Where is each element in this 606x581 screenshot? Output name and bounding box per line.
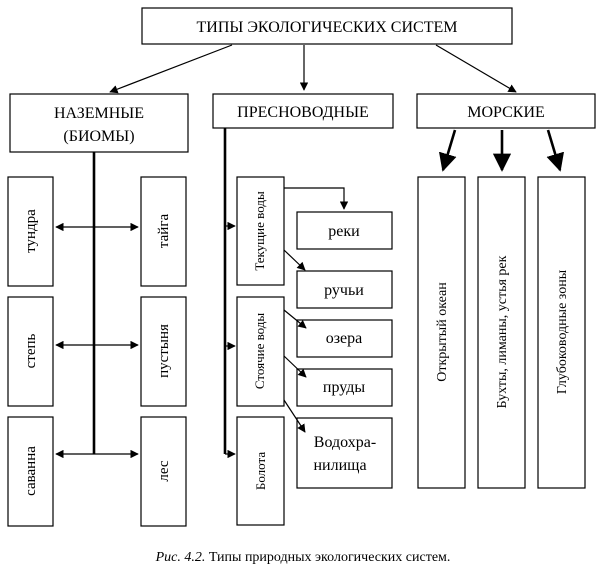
- biome-desert: пустыня: [140, 296, 187, 407]
- group-label-standing: Стоячие воды: [252, 313, 267, 390]
- body-ponds: пруды: [296, 368, 393, 407]
- body-lakes: озера: [296, 319, 393, 358]
- zone-deep-water: Глубоководные зоны: [537, 176, 586, 489]
- figure-number: Рис. 4.2.: [155, 550, 206, 565]
- arrow-standing-lakes: [283, 309, 307, 329]
- biome-label-steppe: степь: [23, 333, 39, 368]
- diagram-title: ТИПЫ ЭКОЛОГИЧЕСКИХ СИСТЕМ: [197, 19, 458, 36]
- terrestrial-title-line1: НАЗЕМНЫЕ: [54, 105, 144, 122]
- zone-label-bays: Бухты, лиманы, устья рек: [495, 255, 510, 408]
- body-rivers: реки: [296, 211, 393, 250]
- figure-caption: Рис. 4.2. Типы природных экологических с…: [0, 550, 606, 566]
- biome-tundra: тундра: [7, 176, 54, 287]
- zone-open-ocean: Открытый океан: [417, 176, 466, 489]
- zone-label-open-ocean: Открытый океан: [435, 282, 450, 382]
- biome-taiga: тайга: [140, 176, 187, 287]
- body-label-ponds: пруды: [323, 379, 365, 396]
- arrow-standing-reservoirs: [283, 399, 306, 433]
- marine-node: МОРСКИЕ: [416, 93, 596, 129]
- arrow-marine-deep: [546, 129, 565, 172]
- biome-label-forest: лес: [156, 460, 172, 482]
- biome-forest: лес: [140, 416, 187, 527]
- body-label-rivers: реки: [328, 223, 360, 240]
- body-label-reservoirs-line1: Водохра-: [314, 434, 376, 451]
- group-flowing-waters: Текущие воды: [236, 176, 285, 286]
- freshwater-title: ПРЕСНОВОДНЫЕ: [237, 104, 369, 121]
- zone-bays: Бухты, лиманы, устья рек: [477, 176, 526, 489]
- terrestrial-title-line2: (БИОМЫ): [63, 128, 134, 145]
- body-streams: ручьи: [296, 270, 393, 309]
- biome-label-desert: пустыня: [156, 324, 172, 378]
- biome-steppe: степь: [7, 296, 54, 407]
- figure-caption-text: Типы природных экологических систем.: [208, 550, 451, 565]
- biome-label-tundra: тундра: [23, 209, 39, 253]
- body-label-streams: ручьи: [324, 282, 364, 299]
- body-label-lakes: озера: [326, 330, 363, 347]
- freshwater-node: ПРЕСНОВОДНЫЕ: [212, 93, 394, 129]
- biome-label-savanna: саванна: [23, 446, 39, 496]
- arrow-flowing-rivers: [284, 187, 349, 210]
- arrow-title-marine: [435, 44, 517, 93]
- marine-title: МОРСКИЕ: [467, 104, 545, 121]
- zone-label-deep-water: Глубоководные зоны: [555, 269, 570, 394]
- biome-savanna: саванна: [7, 416, 54, 527]
- title-node: ТИПЫ ЭКОЛОГИЧЕСКИХ СИСТЕМ: [141, 7, 513, 45]
- terrestrial-node: НАЗЕМНЫЕ (БИОМЫ): [9, 93, 189, 153]
- biome-label-taiga: тайга: [156, 214, 172, 249]
- body-reservoirs: Водохра- нилища: [296, 417, 393, 489]
- group-standing-waters: Стоячие воды: [236, 296, 285, 407]
- group-swamps: Болота: [236, 416, 285, 526]
- arrow-marine-open-ocean: [438, 129, 457, 172]
- arrow-flowing-streams: [283, 249, 306, 271]
- group-label-flowing: Текущие воды: [252, 191, 267, 271]
- arrow-title-terrestrial: [109, 44, 233, 94]
- arrow-standing-ponds: [283, 355, 307, 378]
- group-label-swamps: Болота: [253, 452, 268, 490]
- body-label-reservoirs-line2: нилища: [313, 457, 366, 474]
